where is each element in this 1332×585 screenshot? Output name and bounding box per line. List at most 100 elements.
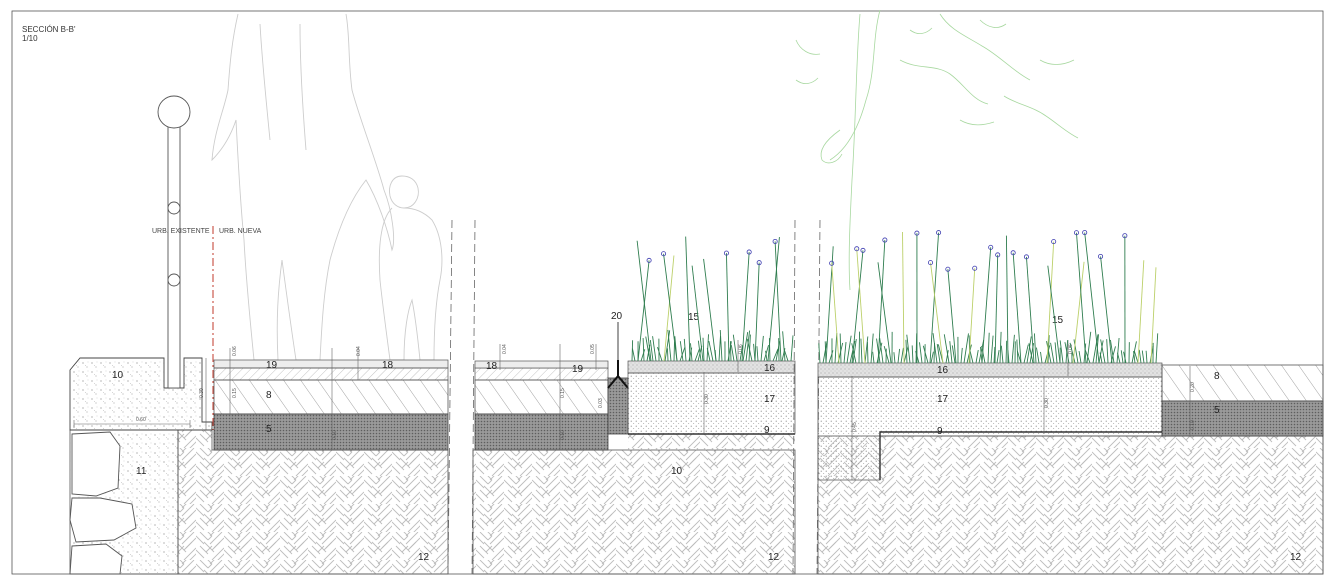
callout-right-subgrade: 12 bbox=[1290, 552, 1302, 563]
flower-head bbox=[936, 230, 942, 236]
reed-stem bbox=[994, 254, 999, 364]
grass-blade bbox=[949, 341, 953, 364]
reed-stem bbox=[929, 232, 940, 364]
grass-blade bbox=[922, 345, 929, 364]
bollard-pole bbox=[157, 95, 191, 389]
grass-blade bbox=[1040, 351, 1043, 364]
grass-blade bbox=[1092, 334, 1099, 364]
middle-subgrade-upper bbox=[628, 434, 795, 450]
grass-blade bbox=[1086, 331, 1092, 364]
flower-head bbox=[756, 260, 762, 266]
break-line-2a bbox=[792, 219, 796, 575]
grass-blade bbox=[781, 348, 786, 362]
grass-blade bbox=[1073, 339, 1079, 364]
grass-blade bbox=[1029, 343, 1035, 364]
grass-blade bbox=[1023, 344, 1029, 364]
grass-blade bbox=[870, 333, 874, 364]
reed-stem bbox=[663, 253, 678, 362]
grass-blade bbox=[790, 335, 794, 362]
grass-blade bbox=[1026, 336, 1032, 364]
grass-blade bbox=[1120, 350, 1124, 364]
dim-mid-003: 0.03 bbox=[598, 398, 604, 408]
dim-mid-015: 0.15 bbox=[560, 388, 566, 398]
flower-head bbox=[772, 238, 778, 244]
grass-blade bbox=[784, 350, 789, 362]
grass-blade bbox=[706, 347, 711, 362]
right-subgrade bbox=[817, 435, 1324, 575]
grass-blade bbox=[1117, 352, 1121, 364]
dim-left-015: 0.15 bbox=[232, 388, 238, 398]
reed-stem bbox=[1025, 256, 1035, 364]
grass-blade bbox=[975, 349, 979, 364]
grass-blade bbox=[943, 334, 950, 364]
grass-blade bbox=[642, 338, 645, 362]
callout-left-paving-tile: 19 bbox=[266, 360, 278, 371]
flower-head bbox=[746, 249, 752, 255]
grass-blade bbox=[772, 348, 779, 362]
flower-head bbox=[945, 266, 951, 272]
grass-blade bbox=[900, 347, 904, 364]
grass-blade bbox=[897, 348, 901, 364]
reed-stem bbox=[1084, 232, 1100, 364]
grass-blade bbox=[990, 335, 994, 364]
grass-blade bbox=[679, 341, 684, 362]
grass-blade bbox=[1046, 341, 1052, 364]
flower-head bbox=[1010, 250, 1016, 256]
dim-mid-004: 0.04 bbox=[502, 344, 508, 354]
grass-blade bbox=[652, 336, 657, 362]
grass-blade bbox=[645, 336, 651, 362]
reed-stem bbox=[637, 260, 650, 362]
break-line-2b bbox=[816, 219, 821, 575]
flower-head bbox=[988, 244, 994, 250]
reed-stem bbox=[856, 248, 866, 364]
break-line-1a bbox=[447, 219, 453, 575]
grass-blade bbox=[732, 334, 738, 362]
grass-blade bbox=[1054, 342, 1058, 364]
middle-soil bbox=[627, 372, 796, 435]
flower-head bbox=[914, 230, 920, 236]
grass-blade bbox=[688, 347, 693, 362]
reed-stem bbox=[1100, 256, 1113, 364]
reed-stem bbox=[877, 240, 886, 364]
flower-head bbox=[1098, 253, 1104, 259]
grass-blade bbox=[1100, 339, 1106, 364]
grass-blade bbox=[775, 340, 781, 362]
middle-subgrade bbox=[472, 449, 796, 575]
grass-blade bbox=[729, 341, 732, 362]
reed-stem bbox=[902, 231, 905, 364]
grass-blade bbox=[822, 341, 828, 364]
label-urb-nueva: URB. NUEVA bbox=[219, 228, 262, 235]
grass-blade bbox=[906, 334, 911, 364]
grass-blade bbox=[960, 347, 963, 364]
flower-head bbox=[995, 252, 1001, 258]
dim-right-045: 0.45 bbox=[852, 422, 858, 432]
grass-blade bbox=[1035, 347, 1040, 364]
scale-label: 1/10 bbox=[22, 34, 38, 43]
right-geotextile bbox=[879, 431, 1162, 480]
grass-blade bbox=[1011, 334, 1015, 364]
callout-mid-geotextile: 9 bbox=[764, 425, 770, 436]
callout-left-sub-base: 5 bbox=[266, 424, 272, 435]
grass-blade bbox=[849, 340, 856, 364]
flower-head bbox=[829, 260, 835, 266]
label-urb-existente: URB. EXISTENTE bbox=[152, 228, 210, 235]
dim-right-010: 0.10 bbox=[1190, 420, 1196, 430]
callout-mid-soil: 17 bbox=[764, 394, 776, 405]
section-title: SECCIÓN B-B' bbox=[22, 25, 76, 34]
reed-stem bbox=[831, 263, 840, 364]
grass-blade bbox=[683, 338, 687, 362]
reed-stem bbox=[1072, 261, 1085, 364]
grass-blade bbox=[930, 351, 934, 364]
grass-blade bbox=[708, 341, 714, 362]
reed-stem bbox=[774, 241, 782, 362]
callout-right-geotextile: 9 bbox=[937, 426, 943, 437]
reed-stem bbox=[947, 269, 957, 364]
flower-head bbox=[1122, 233, 1128, 239]
dim-mid-005: 0.05 bbox=[590, 344, 596, 354]
right-base-layer bbox=[1161, 364, 1324, 402]
grass-blade bbox=[1005, 340, 1008, 364]
planting-bed-middle bbox=[631, 236, 794, 362]
grass-blade bbox=[765, 350, 768, 362]
reed-stem bbox=[685, 236, 691, 362]
